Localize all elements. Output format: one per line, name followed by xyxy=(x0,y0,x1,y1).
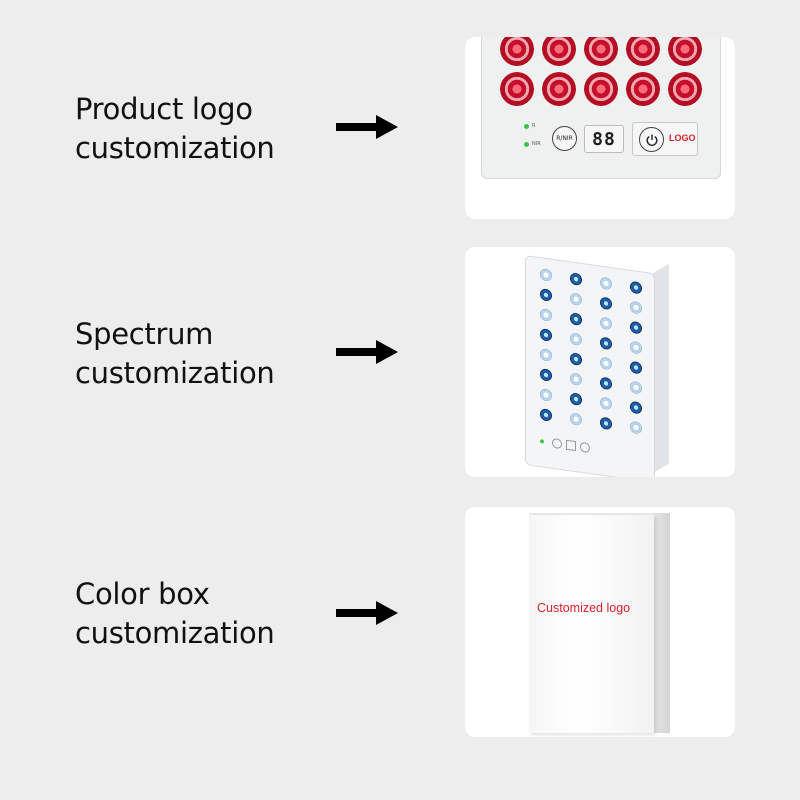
spectrum-image-card xyxy=(465,247,735,477)
white-led xyxy=(570,412,582,427)
blue-led xyxy=(540,408,552,422)
logo-text: LOGO xyxy=(669,133,696,143)
blue-led xyxy=(600,416,612,431)
mode-button: R/NIR xyxy=(552,126,577,151)
spectrum-panel xyxy=(525,255,655,477)
red-led xyxy=(626,72,660,106)
blue-led xyxy=(570,392,582,407)
red-led xyxy=(584,72,618,106)
row-label: Spectrum customization xyxy=(75,315,275,393)
red-led xyxy=(500,72,534,106)
blue-led xyxy=(600,336,612,351)
indicator-label-nir: NIR xyxy=(532,141,541,147)
white-led xyxy=(600,356,612,371)
arrow-right-icon xyxy=(336,115,398,139)
row-color-box: Color box customization Customized logo xyxy=(0,507,800,737)
label-line-1: Product logo xyxy=(75,92,253,126)
red-led xyxy=(626,37,660,66)
white-led xyxy=(600,396,612,411)
box-logo-text: Customized logo xyxy=(537,601,631,615)
red-led xyxy=(668,37,702,66)
label-line-1: Spectrum xyxy=(75,317,214,351)
blue-led xyxy=(600,376,612,391)
white-led xyxy=(600,276,612,291)
box-front xyxy=(529,515,654,733)
blue-led xyxy=(630,280,642,295)
blue-led xyxy=(630,400,642,415)
blue-led xyxy=(540,328,552,342)
white-led xyxy=(630,340,642,355)
row-product-logo: Product logo customization R NIR R/NIR xyxy=(0,37,800,270)
product-image-card: R NIR R/NIR 88 LOGO xyxy=(465,37,735,219)
light-panel-front: R NIR R/NIR 88 LOGO xyxy=(481,37,721,179)
red-led xyxy=(542,72,576,106)
white-led xyxy=(540,348,552,362)
row-label: Product logo customization xyxy=(75,90,275,168)
white-led xyxy=(570,332,582,347)
box-side xyxy=(654,513,670,733)
digital-display: 88 xyxy=(584,125,624,153)
blue-led xyxy=(630,320,642,335)
blue-led xyxy=(570,272,582,287)
indicator-label-r: R xyxy=(532,123,536,129)
white-led xyxy=(540,388,552,402)
white-led xyxy=(630,380,642,395)
red-led xyxy=(500,37,534,66)
label-line-2: customization xyxy=(75,356,275,390)
white-led xyxy=(570,292,582,307)
logo-area: LOGO xyxy=(632,122,698,156)
red-led xyxy=(542,37,576,66)
mode-button-label: R/NIR xyxy=(556,135,573,142)
blue-led xyxy=(630,360,642,375)
white-led xyxy=(540,308,552,322)
white-led xyxy=(630,300,642,315)
white-led xyxy=(540,268,552,282)
blue-led xyxy=(570,352,582,367)
label-line-2: customization xyxy=(75,131,275,165)
blue-led xyxy=(540,288,552,302)
label-line-2: customization xyxy=(75,616,275,650)
color-box-image-card: Customized logo xyxy=(465,507,735,737)
power-icon xyxy=(639,127,664,152)
blue-led xyxy=(600,296,612,311)
box-top-edge xyxy=(529,513,670,516)
arrow-right-icon xyxy=(336,601,398,625)
label-line-1: Color box xyxy=(75,577,210,611)
indicator-dot-r xyxy=(524,124,529,129)
white-led xyxy=(570,372,582,387)
control-bar: R NIR R/NIR 88 LOGO xyxy=(482,108,722,168)
red-led xyxy=(668,72,702,106)
arrow-right-icon xyxy=(336,340,398,364)
red-led xyxy=(584,37,618,66)
panel-controls xyxy=(540,436,600,454)
row-spectrum: Spectrum customization xyxy=(0,247,800,477)
panel-side xyxy=(653,263,669,473)
blue-led xyxy=(570,312,582,327)
row-label: Color box customization xyxy=(75,575,275,653)
white-led xyxy=(630,420,642,435)
indicator-dot-nir xyxy=(524,142,529,147)
blue-led xyxy=(540,368,552,382)
white-led xyxy=(600,316,612,331)
